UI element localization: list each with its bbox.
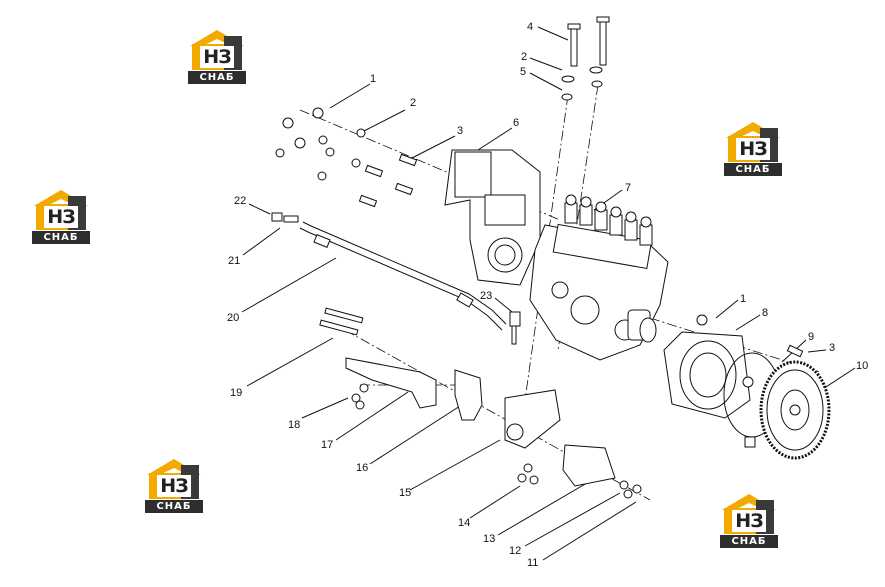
leader-8: [735, 314, 761, 331]
leader-17: [335, 391, 409, 441]
callout-5: 5: [520, 66, 527, 78]
callout-17: 17: [321, 439, 334, 451]
callout-3-left: 3: [457, 125, 464, 137]
leader-3-right: [807, 349, 827, 353]
logo-mark: НЗ: [732, 510, 766, 532]
callout-11: 11: [527, 557, 539, 569]
callout-10: 10: [856, 360, 869, 372]
leader-13: [497, 479, 593, 536]
leader-20: [241, 257, 337, 313]
axis-bolt-1: [524, 94, 569, 401]
logo-tagline: СНАБ: [188, 71, 246, 84]
bracket-bolts: [319, 307, 364, 336]
callout-4: 4: [527, 21, 534, 33]
drive-housing: [663, 314, 751, 419]
long-bolts: [561, 16, 610, 101]
logo-roof-inner: [198, 39, 236, 48]
callout-1-right: 1: [740, 293, 747, 305]
leader-12: [524, 492, 621, 547]
callout-8: 8: [762, 307, 769, 319]
leader-21: [242, 227, 281, 256]
logo-tagline: СНАБ: [32, 231, 90, 244]
brand-logo-3: НЗ СНАБ: [30, 190, 92, 246]
lube-pipe: [271, 212, 507, 331]
leader-3-left: [411, 135, 456, 159]
logo-mark: НЗ: [157, 475, 191, 497]
leader-22: [248, 203, 271, 215]
stud-group: [358, 153, 418, 208]
logo-roof-inner: [155, 468, 193, 477]
callout-16: 16: [356, 462, 369, 474]
callout-22: 22: [234, 195, 247, 207]
callout-7: 7: [625, 182, 632, 194]
callout-14: 14: [458, 517, 471, 529]
callout-9: 9: [808, 331, 815, 343]
leader-1-top: [329, 83, 371, 109]
logo-roof-inner: [730, 503, 768, 512]
callout-2-top: 2: [521, 51, 528, 63]
callout-15: 15: [399, 487, 412, 499]
logo-roof-inner: [42, 199, 80, 208]
leader-4: [537, 26, 569, 41]
leader-19: [246, 337, 334, 387]
logo-tagline: СНАБ: [724, 163, 782, 176]
leader-14: [469, 485, 521, 519]
governor-housing: [444, 149, 541, 286]
nut-group-left: [275, 107, 366, 181]
leader-23: [494, 297, 513, 313]
logo-tagline: СНАБ: [720, 535, 778, 548]
banjo-fitting: [509, 311, 521, 345]
brand-logo-5: НЗ СНАБ: [718, 494, 780, 550]
callout-21: 21: [228, 255, 241, 267]
callout-12: 12: [509, 545, 522, 557]
callout-18: 18: [288, 419, 301, 431]
logo-mark: НЗ: [736, 138, 770, 160]
callout-2-left: 2: [410, 97, 417, 109]
leader-15: [409, 439, 501, 491]
leader-16: [369, 405, 461, 465]
leader-1-right: [715, 299, 739, 319]
brand-logo-1: НЗ СНАБ: [186, 30, 248, 86]
lower-plate: [562, 444, 616, 487]
leader-11: [542, 501, 637, 561]
leader-2-left: [361, 109, 406, 133]
callout-13: 13: [483, 533, 496, 545]
leader-6: [477, 127, 513, 151]
callout-20: 20: [227, 312, 240, 324]
logo-mark: НЗ: [44, 206, 78, 228]
callout-3-right: 3: [829, 342, 836, 354]
brand-logo-2: НЗ СНАБ: [722, 122, 784, 178]
injection-pump: [529, 194, 669, 361]
callout-6: 6: [513, 117, 520, 129]
leader-2-top: [529, 57, 563, 71]
leader-5: [529, 72, 563, 91]
brand-logo-4: НЗ СНАБ: [143, 459, 205, 515]
drive-gear: [759, 360, 831, 460]
callout-19: 19: [230, 387, 243, 399]
bracket-plate: [345, 357, 437, 409]
callout-23: 23: [480, 290, 493, 302]
logo-tagline: СНАБ: [145, 500, 203, 513]
logo-mark: НЗ: [200, 46, 234, 68]
callout-1-top: 1: [370, 73, 377, 85]
leader-18: [301, 397, 349, 419]
support-bracket: [454, 369, 483, 421]
logo-roof-inner: [734, 131, 772, 140]
